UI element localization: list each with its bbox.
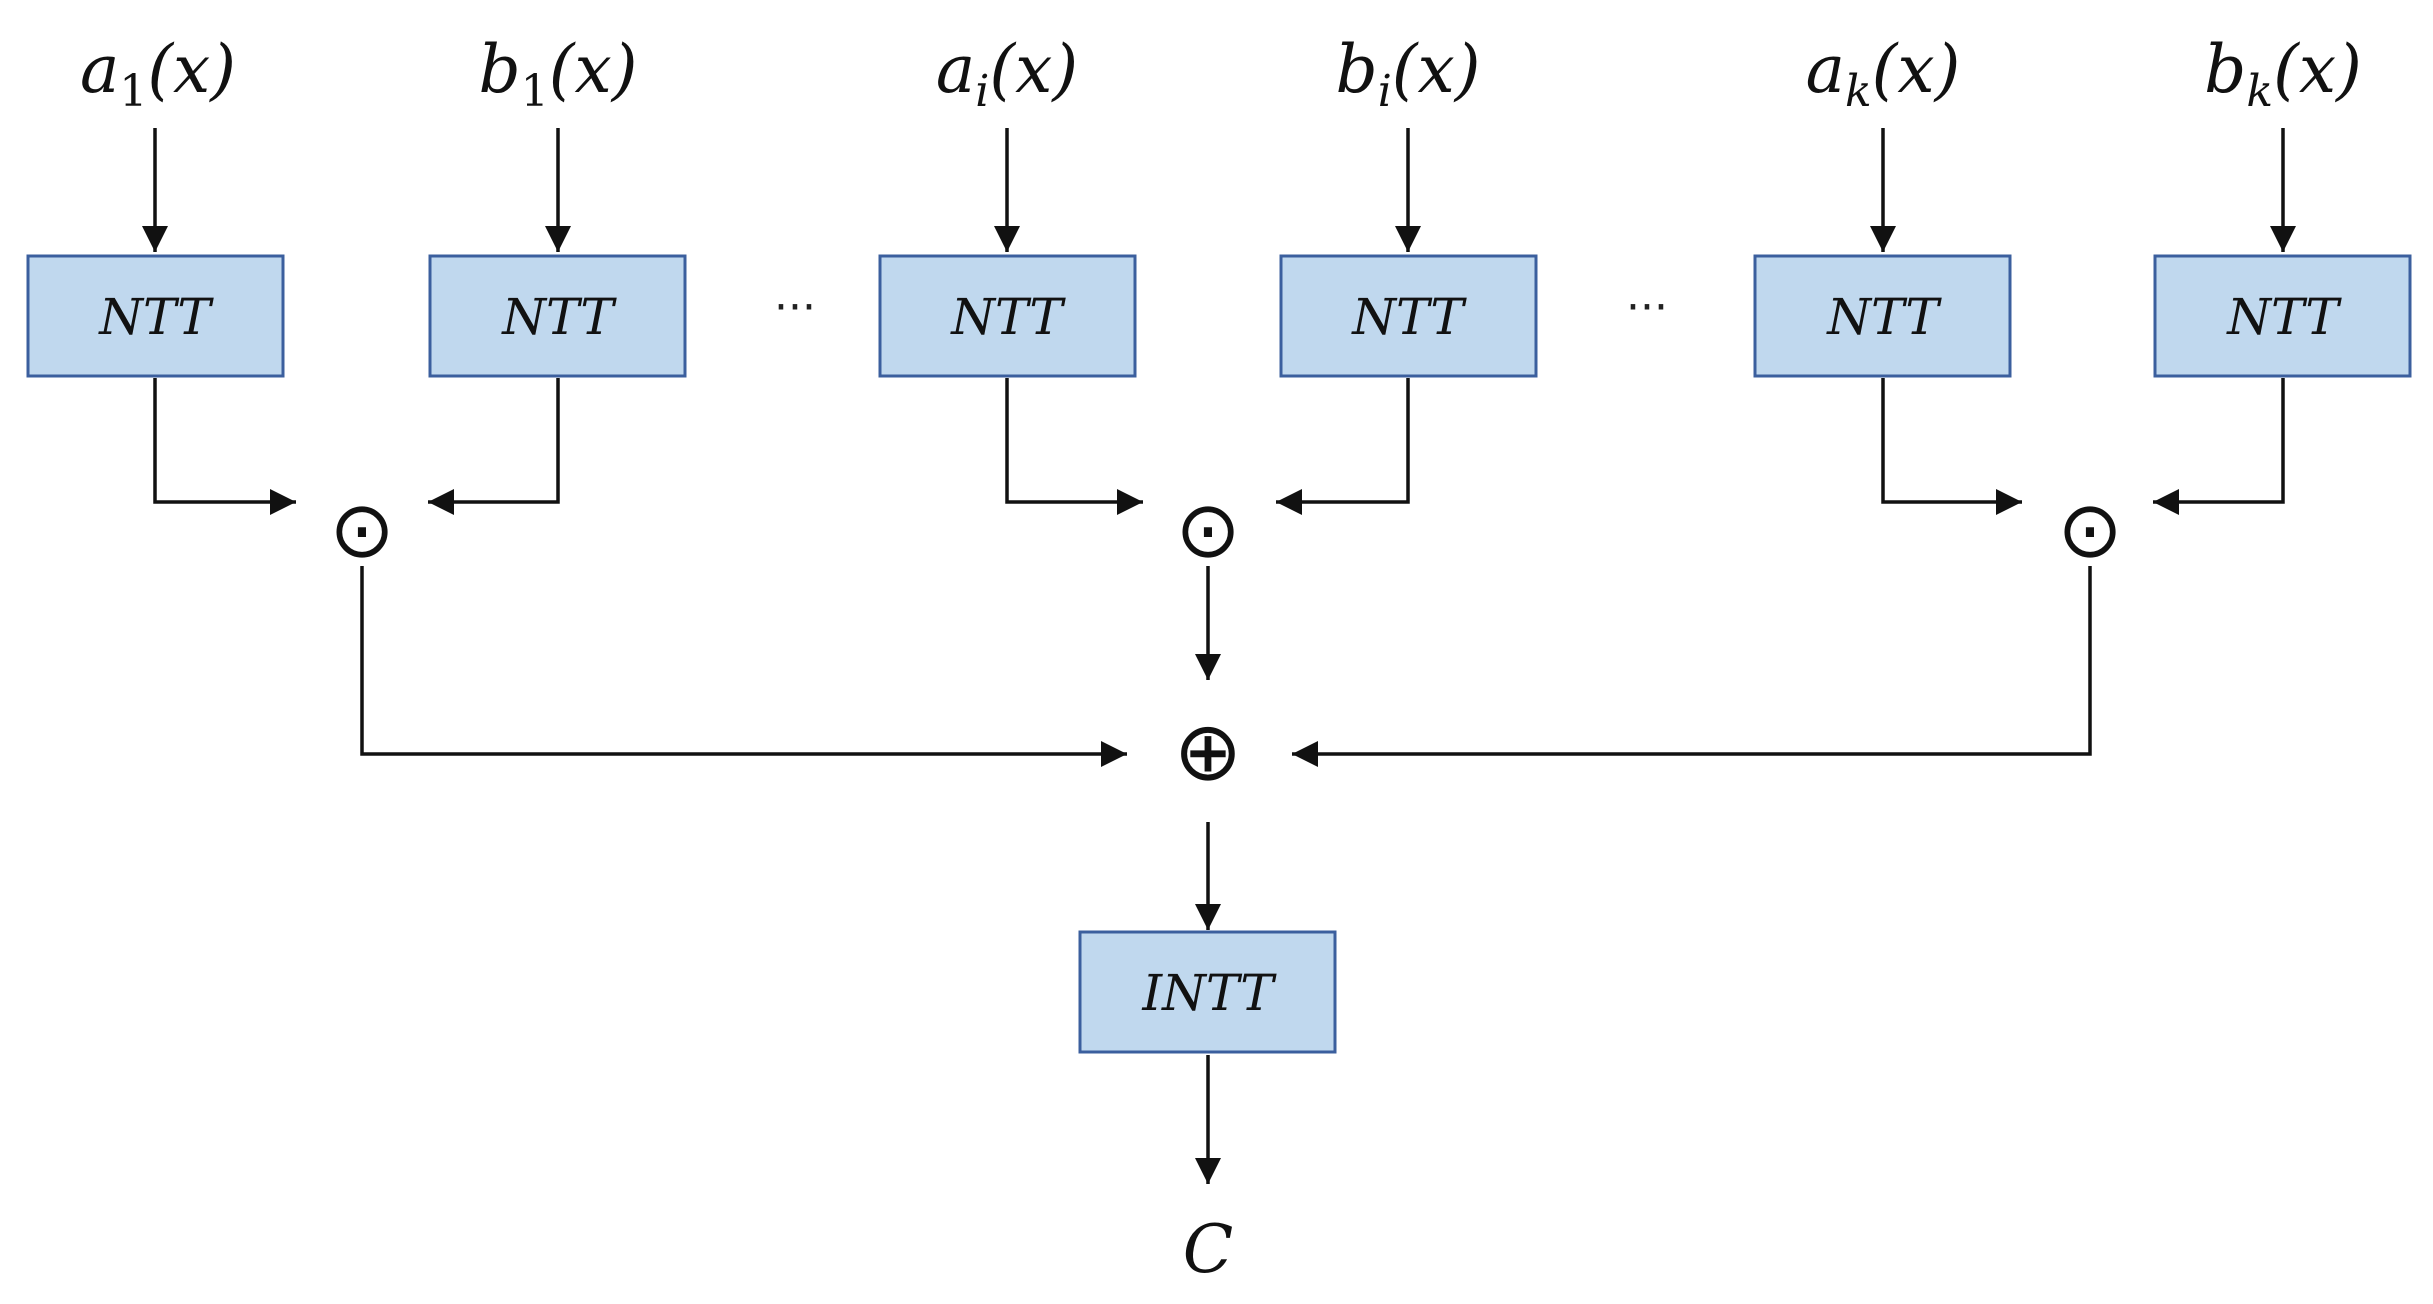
ellipsis-right: ··· [1626,282,1668,333]
ntt-box-ai-label: NTT [950,288,1066,346]
ntt-box-b1-label: NTT [501,288,617,346]
arrow-ntt-ak-to-product-k [1881,378,2022,515]
output-label: C [1183,1211,1234,1288]
ntt-box-ak: NTT [1753,254,2012,378]
intt-box-label: INTT [1141,964,1277,1022]
arrow-ntt-bi-to-product-i [1276,378,1410,515]
ntt-box-ai: NTT [878,254,1137,378]
connections [142,128,2296,1184]
ntt-box-bi-rect [1279,254,1538,378]
sum-operator: ⊕ [1174,704,1243,799]
ntt-box-a1-rect [26,254,285,378]
ntt-box-bi: NTT [1279,254,1538,378]
pointwise-product-1: ⊙ [329,485,394,575]
ntt-boxes: NTT NTT NTT NTT NTT NTT [26,254,2412,378]
ntt-box-b1: NTT [428,254,687,378]
ntt-box-ak-rect [1753,254,2012,378]
ntt-box-b1-rect [428,254,687,378]
input-label-ak: ak(x) [1806,31,1961,117]
arrow-ntt-b1-to-product-1 [428,378,560,515]
pointwise-product-i: ⊙ [1175,485,1240,575]
input-label-bk: bk(x) [2204,31,2362,117]
intt-box-rect [1078,930,1337,1054]
arrow-ntt-bk-to-product-k [2153,378,2285,515]
ntt-box-bk: NTT [2153,254,2412,378]
input-label-b1: b1(x) [479,31,638,117]
input-label-a1: a1(x) [80,31,236,117]
ntt-box-a1: NTT [26,254,285,378]
ntt-box-bk-rect [2153,254,2412,378]
input-label-bi: bi(x) [1335,31,1480,117]
ntt-box-ak-label: NTT [1826,288,1942,346]
arrow-product-1-to-sum [360,566,1127,767]
ellipsis-left: ··· [774,282,816,333]
arrow-ntt-ai-to-product-i [1005,378,1143,515]
arrow-product-k-to-sum [1292,566,2092,767]
intt-box: INTT [1078,930,1337,1054]
pointwise-product-k: ⊙ [2057,485,2122,575]
ntt-box-ai-rect [878,254,1137,378]
input-label-ai: ai(x) [936,31,1078,117]
ntt-box-a1-label: NTT [98,288,214,346]
arrow-ntt-a1-to-product-1 [153,378,296,515]
ntt-box-bi-label: NTT [1351,288,1467,346]
ntt-box-bk-label: NTT [2226,288,2342,346]
input-labels: a1(x) b1(x) ai(x) bi(x) ak(x) bk(x) [80,31,2362,117]
